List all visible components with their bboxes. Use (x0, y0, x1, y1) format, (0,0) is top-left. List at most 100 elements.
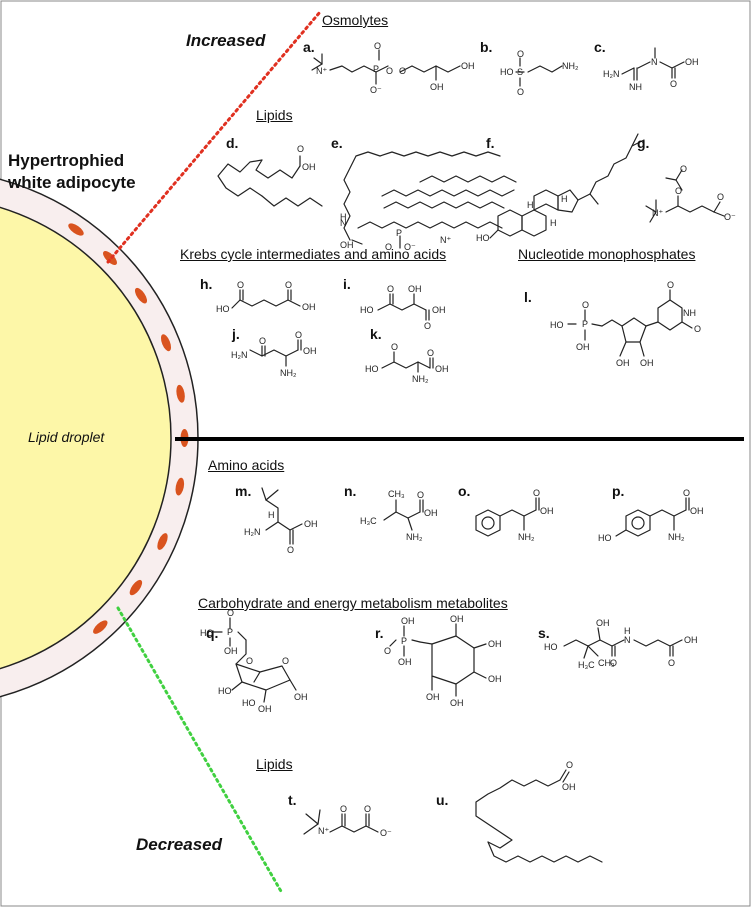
structure-l-atoms: P O HO OH OH OH O NH O (550, 280, 701, 368)
atom: HO (242, 698, 256, 708)
structure-s (563, 627, 683, 659)
panel-label-d: d. (226, 135, 239, 151)
atom: O (340, 804, 347, 814)
atom: OH (430, 82, 444, 92)
atom: OH (450, 614, 464, 624)
atom: O (374, 41, 381, 51)
atom: O (287, 545, 294, 555)
atom: OH (302, 162, 316, 172)
organelle (134, 287, 148, 304)
atom: O⁻ (724, 212, 736, 222)
atom: O (675, 186, 682, 196)
atom: OH (450, 698, 464, 708)
structure-c (621, 47, 685, 81)
atom: OH (398, 657, 412, 667)
atom: NH₂ (562, 61, 579, 71)
atom: OH (685, 57, 699, 67)
atom: N⁺ (652, 208, 663, 218)
atom: OH (432, 305, 446, 315)
atom: O (533, 488, 540, 498)
panel-label-k: k. (370, 326, 382, 342)
atom: P (582, 319, 588, 329)
atom: O (295, 330, 302, 340)
atom: OH (258, 704, 272, 714)
atom: O (237, 280, 244, 290)
structure-s-atoms: HO H₃C CH₃ OH O N H O OH (544, 618, 698, 670)
section-lipids-decreased: Lipids (256, 756, 293, 772)
atom: CH₃ (388, 489, 405, 499)
atom: H (561, 194, 568, 204)
atom: O (667, 280, 674, 290)
panel-label-b: b. (480, 39, 493, 55)
organelle (157, 533, 168, 550)
structure-q-atoms: O P HO OH O O HO HO OH OH (200, 608, 308, 714)
structure-m (261, 487, 303, 545)
decreased-label: Decreased (136, 835, 223, 854)
atom: O⁻ (404, 242, 416, 252)
atom: N (624, 635, 631, 645)
panel-label-f: f. (486, 135, 495, 151)
structure-b-atoms: S O O HO NH₂ (500, 49, 579, 97)
atom: O (427, 348, 434, 358)
atom: OH (294, 692, 308, 702)
lipid-droplet (0, 206, 172, 670)
structure-a (311, 49, 461, 85)
structure-l (567, 289, 693, 357)
atom: NH₂ (668, 532, 685, 542)
atom: O (297, 144, 304, 154)
section-krebs: Krebs cycle intermediates and amino acid… (180, 246, 447, 262)
atom: NH₂ (518, 532, 535, 542)
atom: OH (424, 508, 438, 518)
atom: HO (218, 686, 232, 696)
atom: O (384, 646, 391, 656)
atom: O (364, 804, 371, 814)
panel-label-e: e. (331, 135, 343, 151)
atom: HO (360, 305, 374, 315)
atom: H (624, 626, 631, 636)
atom: CH₃ (598, 658, 615, 668)
panel-label-a: a. (303, 39, 315, 55)
atom: HO (544, 642, 558, 652)
cell-title: Hypertrophied white adipocyte (8, 150, 136, 194)
organelle (176, 384, 185, 403)
structure-h (231, 289, 301, 309)
organelle (93, 620, 108, 634)
structure-d-atoms: O OH (297, 144, 316, 172)
atom: O (417, 490, 424, 500)
structure-p-atoms: HO O OH NH₂ (598, 488, 704, 543)
panel-label-u: u. (436, 792, 449, 808)
structure-e (343, 151, 517, 249)
panel-label-c: c. (594, 39, 606, 55)
atom: H (268, 510, 275, 520)
structure-r-atoms: OH P O OH OH OH OH OH OH (384, 614, 502, 708)
atom: H₃C (578, 660, 595, 670)
panel-label-g: g. (637, 135, 650, 151)
panel-label-q: q. (206, 625, 219, 641)
structure-k (381, 351, 434, 373)
atom: HO (598, 533, 612, 543)
atom: H (527, 200, 534, 210)
atom: O (246, 656, 253, 666)
atom: O (227, 608, 234, 618)
structure-g-atoms: N⁺ O O O O⁻ (652, 164, 736, 222)
atom: OH (303, 346, 317, 356)
atom: O (386, 66, 393, 76)
atom: O (282, 656, 289, 666)
atom: H (550, 218, 557, 228)
atom: OH (540, 506, 554, 516)
structure-d (217, 155, 323, 207)
panel-label-m: m. (235, 483, 252, 499)
increased-dotted-line (106, 10, 322, 264)
atom: P (396, 228, 402, 238)
atom: OH (302, 302, 316, 312)
panel-label-h: h. (200, 276, 213, 292)
panel-label-t: t. (288, 792, 297, 808)
structure-a-atoms: N⁺ O P O O⁻ O OH OH (316, 41, 475, 95)
panel-label-i: i. (343, 276, 351, 292)
panel-label-r: r. (375, 625, 384, 641)
atom: OH (488, 639, 502, 649)
atom: H₃C (360, 516, 377, 526)
atom: OH (340, 240, 354, 250)
structure-b (515, 57, 563, 87)
cell-title-line-1: Hypertrophied (8, 151, 125, 170)
